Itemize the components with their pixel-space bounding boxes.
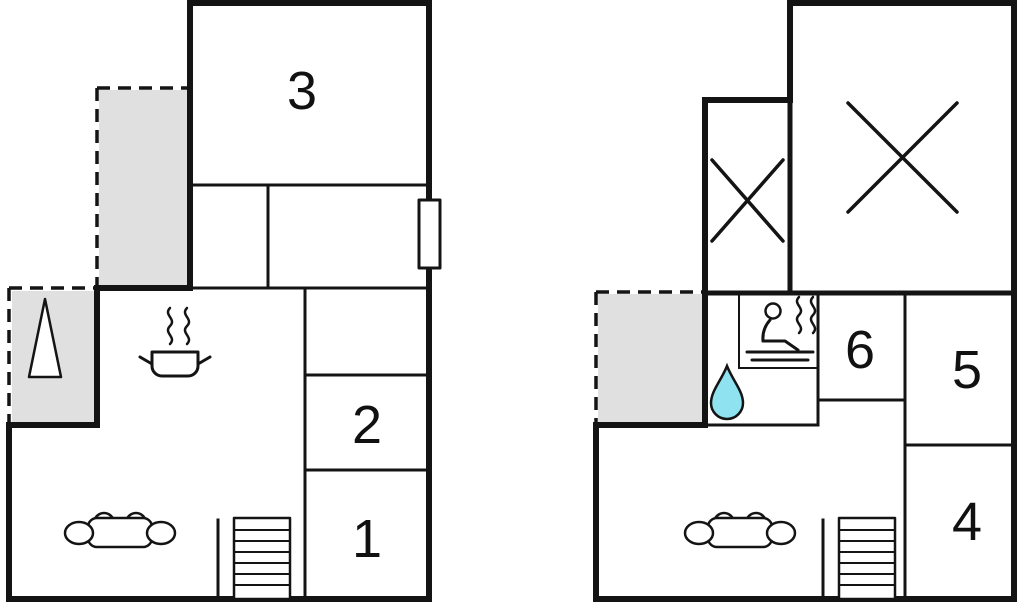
floor2-plan: 6 5 4 [593,0,1017,602]
tree-icon [27,297,63,379]
sauna-cabin-walls [738,292,819,369]
window-icon [417,198,442,270]
room-label-6: 6 [845,320,875,380]
floor1-terrace-upper-dashed-edge [95,86,190,288]
room-label-3: 3 [287,61,317,121]
floor2-void-walls [702,97,1017,296]
water-drop-icon [709,362,745,421]
floor1-terrace-upper [99,90,188,286]
room-label-2: 2 [352,395,382,455]
floor2-terrace-dashed-edge [594,290,705,425]
sofa-icon [63,511,177,549]
floor1-terrace-lower-dashed-edge [7,286,97,425]
room-label-4: 4 [952,492,982,552]
stove-pot-icon [138,350,212,378]
void-x-large-icon [846,101,959,214]
room-label-1: 1 [352,509,382,569]
sauna-person-icon [745,302,815,362]
floor1-interior-walls [188,183,431,601]
steam-icon [183,306,191,346]
steam-icon [809,295,817,335]
floor2-interior-walls [703,291,1016,601]
sofa-icon [683,511,797,549]
stairs-icon [821,516,897,601]
steam-icon [166,306,174,346]
floor2-terrace [598,294,703,423]
stairs-icon [216,516,292,601]
floor1-plan: 3 2 1 [6,0,442,602]
floor2-exterior-walls [593,0,1017,602]
steam-icon [795,295,803,335]
void-x-small-icon [710,158,785,243]
room-label-5: 5 [952,340,982,400]
